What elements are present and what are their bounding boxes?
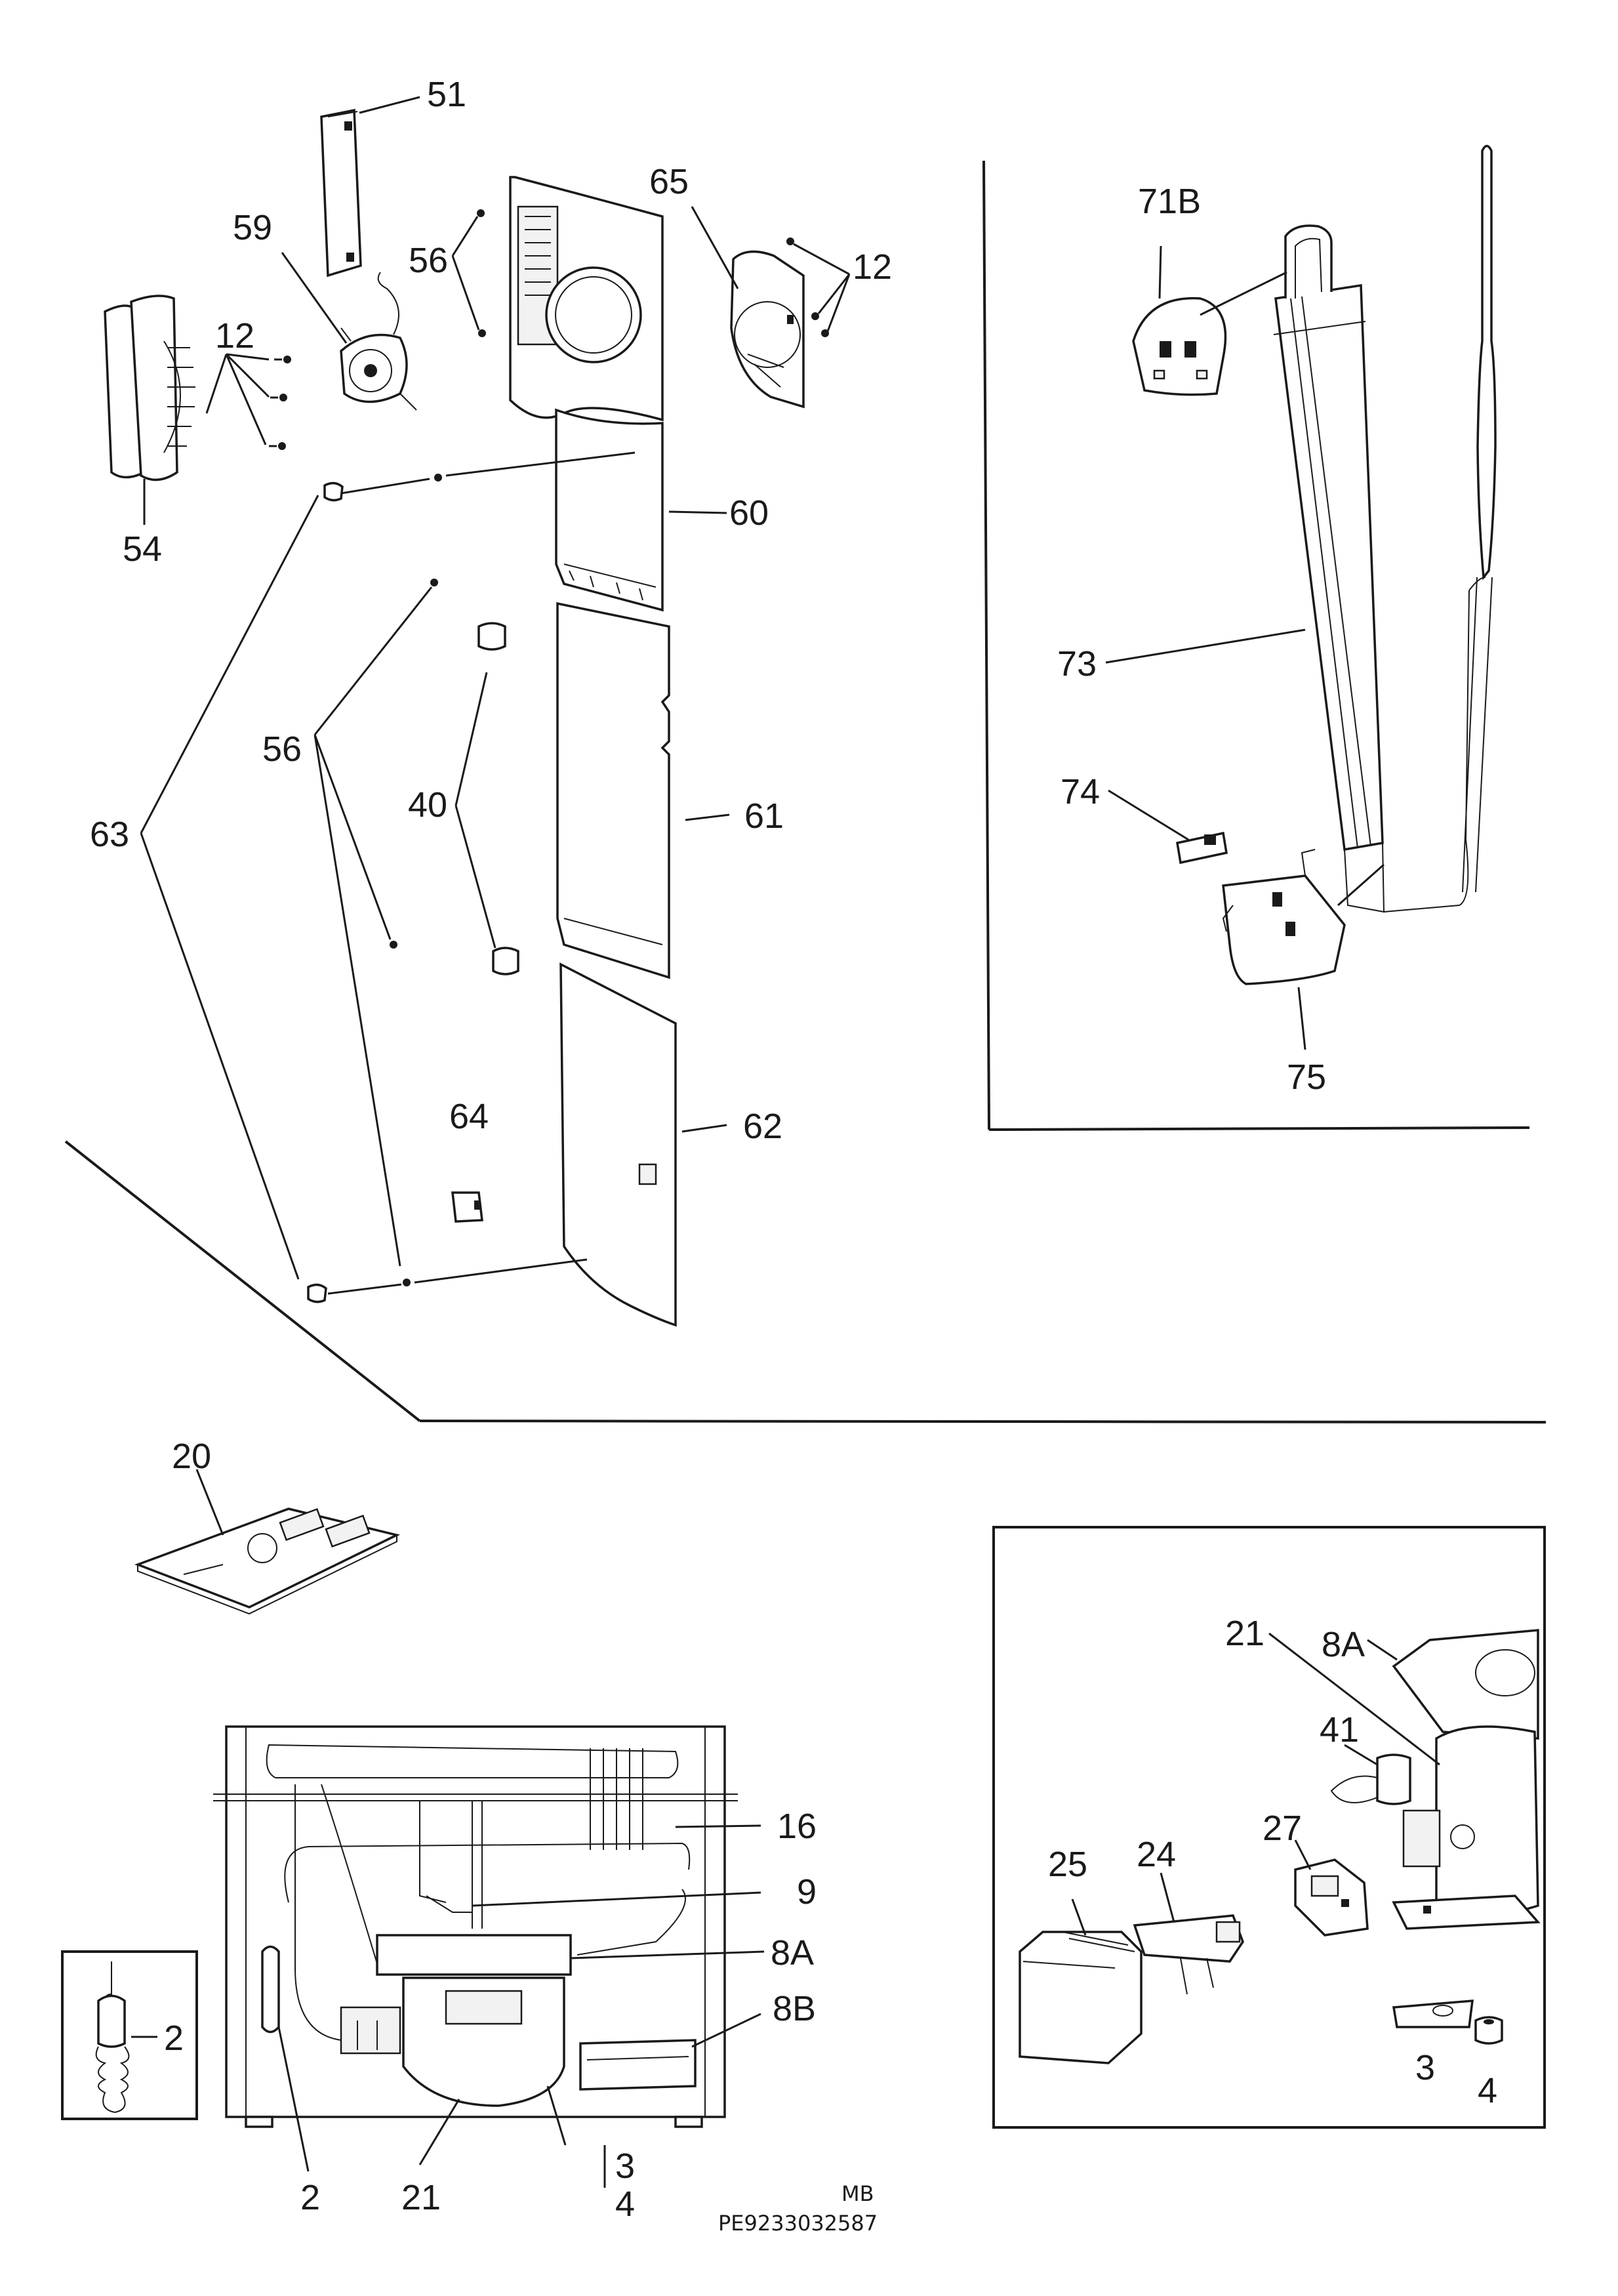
part-51-cover (320, 108, 362, 277)
part-64-clip (451, 1191, 483, 1223)
label-21-detail: 21 (1225, 1614, 1264, 1653)
part-59-fan-motor (340, 272, 417, 411)
callout-labels: 51 59 56 65 12 12 54 60 56 40 61 63 64 6… (90, 75, 1497, 2224)
part-8a-tray-detail (1392, 1629, 1539, 1740)
label-41: 41 (1320, 1710, 1359, 1750)
thermostat-detail-frame (61, 1950, 198, 2120)
label-74: 74 (1061, 772, 1100, 811)
label-8b: 8B (773, 1989, 816, 2028)
label-73: 73 (1057, 644, 1097, 684)
label-40: 40 (408, 785, 447, 825)
part-75-heater-bracket (1222, 849, 1346, 985)
part-65-fan-housing (730, 250, 805, 409)
part-2-thermostat-tube (261, 1945, 280, 2034)
label-20: 20 (172, 1437, 211, 1476)
label-75: 75 (1287, 1057, 1326, 1097)
part-3-bracket-detail (1392, 1999, 1474, 2028)
part-16-tubes (675, 1824, 761, 1828)
part-8b-tray (579, 2039, 697, 2091)
label-64: 64 (449, 1097, 489, 1136)
part-21-compressor-bottom (340, 1977, 565, 2107)
label-3: 3 (615, 2146, 635, 2186)
label-2: 2 (300, 2178, 320, 2217)
part-61-panel (556, 602, 670, 979)
part-73-evaporator (1273, 224, 1486, 913)
part-71b-bracket (1132, 297, 1227, 396)
label-9: 9 (797, 1872, 817, 1912)
part-54-fan-shroud (104, 295, 195, 482)
part-4-grommet-detail (1474, 2016, 1503, 2045)
label-65: 65 (649, 162, 689, 201)
label-3-detail: 3 (1415, 2048, 1435, 2087)
part-12-screws-right (786, 237, 829, 337)
label-8a-detail: 8A (1322, 1625, 1365, 1664)
part-27-relay (1294, 1858, 1369, 1937)
label-2-detail: 2 (164, 2019, 184, 2058)
part-56-screws-top (477, 209, 486, 337)
part-60-panel (555, 408, 664, 612)
part-24-overload (1133, 1914, 1244, 1995)
label-27: 27 (1263, 1809, 1302, 1848)
part-8a-drip-tray (376, 1934, 572, 1976)
label-8a: 8A (771, 1933, 814, 1973)
part-20-manual (134, 1507, 401, 1615)
label-63: 63 (90, 815, 129, 854)
label-51: 51 (427, 75, 466, 114)
label-59: 59 (233, 208, 272, 247)
part-3-4-feet (546, 2085, 606, 2188)
footer: MB PE9233032587 (718, 2181, 878, 2236)
label-21: 21 (401, 2178, 441, 2217)
label-56-top: 56 (409, 241, 448, 280)
label-61: 61 (744, 796, 784, 836)
author-initials: MB (841, 2181, 874, 2206)
label-24: 24 (1137, 1835, 1176, 1874)
diagram-code: PE9233032587 (718, 2211, 878, 2236)
label-71b: 71B (1138, 182, 1201, 221)
evaporator-cover-upper (509, 176, 664, 422)
label-12-right: 12 (853, 247, 892, 287)
part-40-plugs (477, 622, 519, 975)
label-62: 62 (743, 1107, 782, 1146)
label-4-detail: 4 (1478, 2071, 1497, 2110)
compressor-detail-frame (992, 1526, 1546, 2129)
thermostat-detail (95, 1961, 157, 2113)
section-dividers (61, 160, 1547, 2129)
part-12-screws-left (269, 356, 291, 450)
label-16: 16 (777, 1807, 817, 1846)
part-74-clip (1175, 831, 1228, 865)
label-56-middle: 56 (262, 729, 302, 769)
part-62-panel (559, 962, 677, 1327)
part-56-screws-middle (390, 579, 438, 1286)
capillary-tube (1462, 144, 1497, 893)
part-9-bracket (426, 1895, 472, 1913)
part-25-cover (1019, 1931, 1143, 2064)
label-60: 60 (729, 493, 769, 533)
label-54: 54 (123, 529, 162, 569)
part-21-compressor-detail (1392, 1725, 1541, 1930)
part-41-capacitor (1330, 1753, 1411, 1805)
label-25: 25 (1048, 1845, 1087, 1884)
label-4: 4 (615, 2184, 635, 2224)
label-12-left: 12 (215, 316, 254, 356)
part-63-clips (307, 474, 442, 1303)
